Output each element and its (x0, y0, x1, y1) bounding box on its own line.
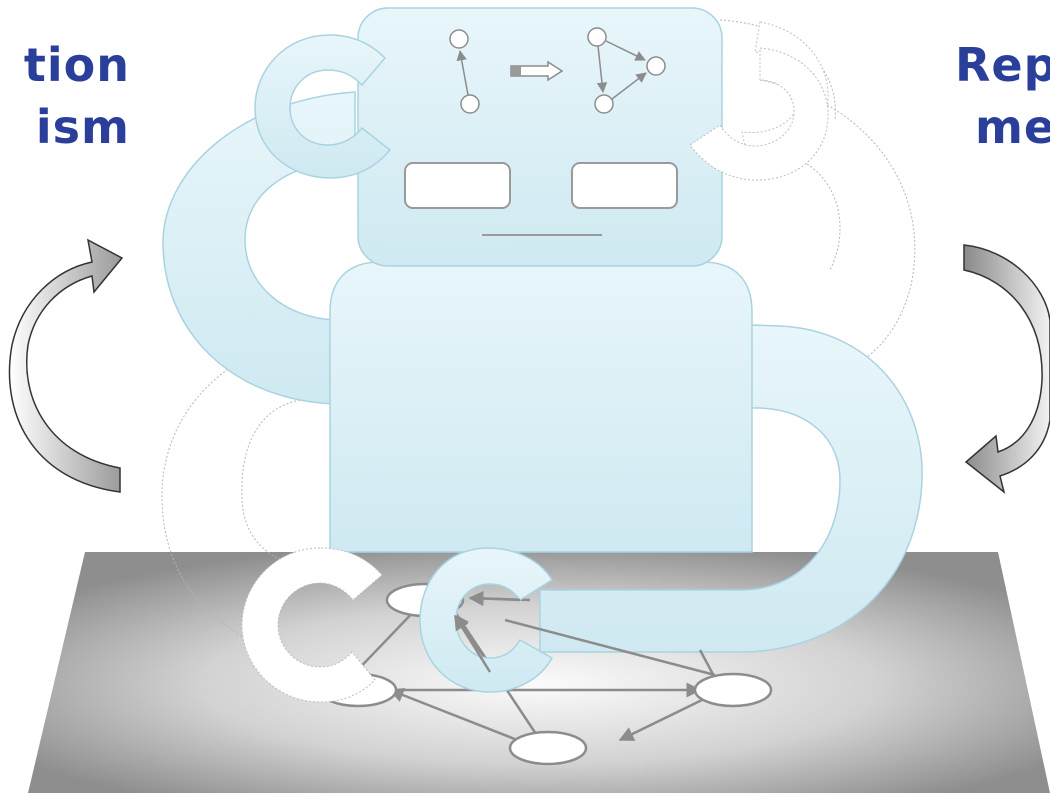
robot-body (330, 262, 752, 552)
curved-arrow-down-icon (964, 245, 1050, 492)
robot-right-eye (572, 163, 677, 208)
right-caption-line2: me (955, 96, 1050, 158)
right-caption: Rep me (955, 34, 1050, 158)
robot-left-arm (163, 92, 355, 404)
right-caption-line1: Rep (955, 34, 1050, 96)
left-caption-line2: ism (0, 96, 130, 158)
left-caption: tion ism (0, 34, 130, 158)
robot-head (358, 8, 722, 266)
robot-left-eye (405, 163, 510, 208)
graph-node (510, 732, 586, 764)
curved-arrow-up-icon (9, 240, 122, 492)
graph-node (695, 674, 771, 706)
left-caption-line1: tion (0, 34, 130, 96)
